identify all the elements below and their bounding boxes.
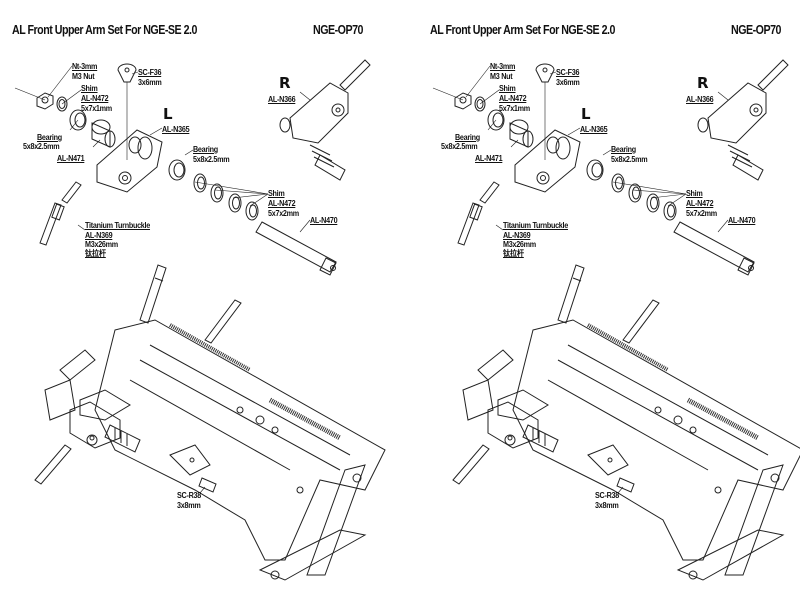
part-label-nut-name: M3 Nut <box>490 72 513 81</box>
part-label-turnbuckle-code: AL-N369 <box>85 231 113 240</box>
diagram-panel-left: AL Front Upper Arm Set For NGE-SE 2.0 NGE… <box>0 0 390 600</box>
diagram-title: AL Front Upper Arm Set For NGE-SE 2.0 <box>430 22 615 37</box>
part-label-screw-size: 3x6mm <box>556 78 580 87</box>
part-label-turnbuckle-size: M3x26mm <box>503 240 536 249</box>
part-label-spacer-code: AL-N471 <box>57 154 85 163</box>
spacer-part <box>509 119 534 148</box>
bearing-part-2 <box>586 159 604 181</box>
part-label-nut-code: Nt-3mm <box>72 62 98 71</box>
screw-part <box>535 63 555 83</box>
right-arm-part <box>697 59 789 181</box>
m3-nut-part <box>454 92 472 110</box>
shaft-part <box>255 221 337 276</box>
part-label-pin-size: 3x8mm <box>595 501 619 510</box>
part-label-shaft-code: AL-N470 <box>310 216 338 225</box>
bearing-part <box>487 109 505 131</box>
shim-stack-part <box>193 173 259 221</box>
part-label-shim1-code: AL-N472 <box>499 94 527 103</box>
shaft-part <box>673 221 755 276</box>
part-label-shim2-size: 5x7x2mm <box>686 209 717 218</box>
part-label-bearing2-name: Bearing <box>193 145 218 154</box>
bearing-part-2 <box>168 159 186 181</box>
chassis-assembly <box>34 264 386 581</box>
part-label-pin-code: SC-R38 <box>177 491 201 500</box>
part-label-shim1-code: AL-N472 <box>81 94 109 103</box>
part-label-turnbuckle-cn: 钛拉杆 <box>503 249 524 258</box>
left-side-mark: L <box>163 105 173 123</box>
part-label-shim2-name: Shim <box>686 189 703 198</box>
screw-part <box>117 63 137 83</box>
m3-nut-part <box>36 92 54 110</box>
turnbuckle-part <box>39 181 82 246</box>
part-label-bearing2-name: Bearing <box>611 145 636 154</box>
right-side-mark: R <box>279 74 291 92</box>
part-label-pin-size: 3x8mm <box>177 501 201 510</box>
part-label-turnbuckle-code: AL-N369 <box>503 231 531 240</box>
left-side-mark: L <box>581 105 591 123</box>
part-label-nut-name: M3 Nut <box>72 72 95 81</box>
part-label-turnbuckle-name: Titanium Turnbuckle <box>85 221 151 230</box>
part-label-bearing1-size: 5x8x2.5mm <box>441 142 478 151</box>
part-label-left-code: AL-N365 <box>162 125 190 134</box>
part-label-shim1-size: 5x7x1mm <box>81 104 112 113</box>
part-label-bearing1-size: 5x8x2.5mm <box>23 142 60 151</box>
left-arm-part <box>96 129 163 193</box>
part-label-shim1-name: Shim <box>81 84 98 93</box>
part-label-turnbuckle-name: Titanium Turnbuckle <box>503 221 569 230</box>
part-label-pin-code: SC-R38 <box>595 491 619 500</box>
part-label-nut-code: Nt-3mm <box>490 62 516 71</box>
shim-part <box>474 96 486 112</box>
part-label-turnbuckle-cn: 钛拉杆 <box>85 249 106 258</box>
part-label-screw-code: SC-F36 <box>138 68 162 77</box>
shim-stack-part <box>611 173 677 221</box>
spacer-part <box>91 119 116 148</box>
part-label-screw-code: SC-F36 <box>556 68 580 77</box>
right-arm-part <box>279 59 371 181</box>
part-label-bearing2-size: 5x8x2.5mm <box>193 155 230 164</box>
part-label-bearing2-size: 5x8x2.5mm <box>611 155 648 164</box>
part-label-shim1-size: 5x7x1mm <box>499 104 530 113</box>
part-label-shim1-name: Shim <box>499 84 516 93</box>
part-label-shim2-code: AL-N472 <box>686 199 714 208</box>
part-label-right-code: AL-N366 <box>686 95 714 104</box>
product-code: NGE-OP70 <box>313 22 363 37</box>
bearing-part <box>69 109 87 131</box>
part-label-shaft-code: AL-N470 <box>728 216 756 225</box>
part-label-bearing1-name: Bearing <box>37 133 62 142</box>
part-label-bearing1-name: Bearing <box>455 133 480 142</box>
part-label-turnbuckle-size: M3x26mm <box>85 240 118 249</box>
left-arm-part <box>514 129 581 193</box>
turnbuckle-part <box>457 181 500 246</box>
part-label-shim2-code: AL-N472 <box>268 199 296 208</box>
chassis-assembly <box>452 264 800 581</box>
part-label-left-code: AL-N365 <box>580 125 608 134</box>
leader-lines <box>14 65 311 494</box>
part-label-spacer-code: AL-N471 <box>475 154 503 163</box>
part-label-shim2-name: Shim <box>268 189 285 198</box>
diagram-title: AL Front Upper Arm Set For NGE-SE 2.0 <box>12 22 197 37</box>
part-label-right-code: AL-N366 <box>268 95 296 104</box>
part-label-screw-size: 3x6mm <box>138 78 162 87</box>
product-code: NGE-OP70 <box>731 22 781 37</box>
right-side-mark: R <box>697 74 709 92</box>
diagram-panel-right: AL Front Upper Arm Set For NGE-SE 2.0 NGE… <box>418 0 800 600</box>
shim-part <box>56 96 68 112</box>
part-label-shim2-size: 5x7x2mm <box>268 209 299 218</box>
